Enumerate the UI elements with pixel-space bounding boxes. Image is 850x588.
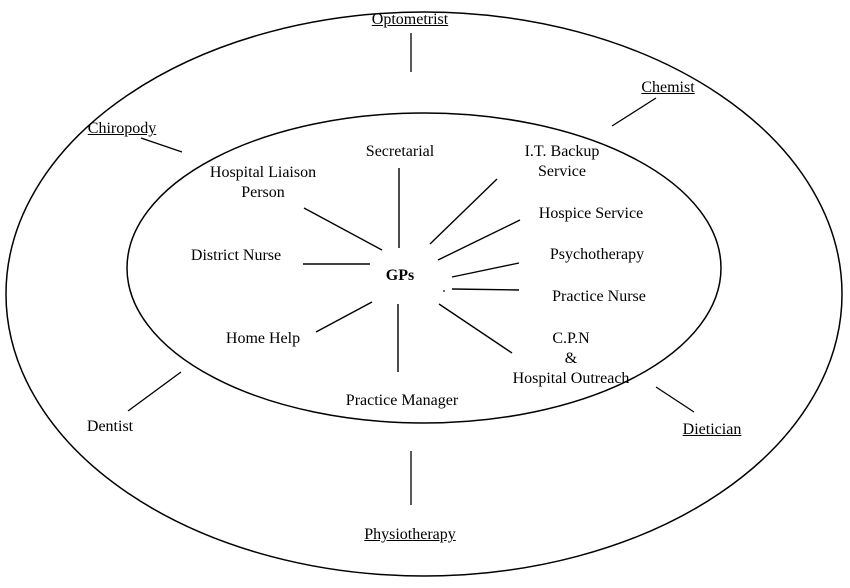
connector-dentist — [127, 371, 182, 412]
spoke-it-backup — [429, 178, 498, 245]
label-chiropody: Chiropody — [87, 120, 157, 137]
label-secretarial: Secretarial — [365, 143, 435, 160]
label-cpn-line1: C.P.N — [552, 330, 590, 347]
label-cpn-hospital-outreach: C.P.N & Hospital Outreach — [513, 329, 630, 389]
label-hospital-liaison-line2: Person — [241, 184, 285, 201]
label-hospital-liaison-line1: Hospital Liaison — [209, 164, 317, 181]
label-district-nurse: District Nurse — [190, 247, 282, 264]
label-hospital-liaison-person: Hospital Liaison Person — [210, 163, 316, 203]
label-practice-manager: Practice Manager — [345, 392, 459, 409]
label-cpn-line3: Hospital Outreach — [512, 370, 630, 387]
label-home-help: Home Help — [225, 330, 301, 347]
label-optometrist: Optometrist — [371, 11, 449, 28]
label-it-backup-line1: I.T. Backup — [524, 143, 600, 160]
spoke-home-help — [315, 301, 373, 333]
center-label-gps: GPs — [385, 267, 415, 284]
label-practice-nurse: Practice Nurse — [552, 288, 646, 305]
spoke-hospice-service — [437, 219, 521, 261]
label-physiotherapy: Physiotherapy — [364, 526, 456, 543]
connector-chiropody — [140, 137, 183, 153]
label-it-backup-line2: Service — [538, 163, 586, 180]
spoke-psychotherapy — [451, 262, 520, 278]
inner-ring — [126, 112, 722, 424]
outer-ring — [5, 11, 843, 577]
label-dietician: Dietician — [682, 421, 742, 438]
label-it-backup-service: I.T. Backup Service — [525, 142, 600, 182]
center-dot — [443, 290, 445, 292]
label-hospice-service: Hospice Service — [538, 205, 644, 222]
spoke-hospital-liaison — [303, 207, 383, 251]
label-dentist: Dentist — [86, 418, 134, 435]
label-psychotherapy: Psychotherapy — [549, 246, 645, 263]
connector-dietician — [655, 386, 695, 413]
label-cpn-line2: & — [564, 350, 578, 367]
label-chemist: Chemist — [641, 79, 695, 96]
connector-chemist — [611, 97, 657, 127]
spoke-practice-nurse — [451, 288, 520, 291]
spoke-cpn — [438, 303, 513, 354]
